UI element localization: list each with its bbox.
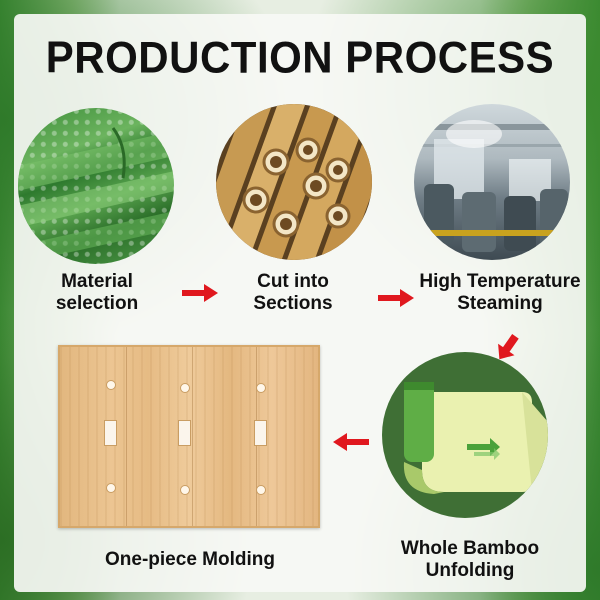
- material-selection-photo: [18, 108, 174, 264]
- step-label-molding: One-piece Molding: [105, 549, 275, 570]
- right-arrow-icon: [182, 284, 218, 302]
- right-arrow-icon: [378, 289, 414, 307]
- step-label-steaming: High Temperature Steaming: [408, 271, 592, 315]
- step-label-line: Whole Bamboo: [400, 538, 540, 559]
- step-label-line: selection: [55, 293, 139, 314]
- step-label-line: Steaming: [457, 293, 543, 314]
- step-label-material: Material selection: [22, 271, 172, 315]
- down-left-arrow-icon: [498, 334, 519, 360]
- cut-bamboo-photo: [216, 104, 372, 260]
- unfolding-diagram: [382, 352, 548, 518]
- step-label-line: Material: [61, 271, 133, 292]
- step-label-line: Cut into: [257, 271, 329, 292]
- step-label-line: Sections: [253, 293, 333, 314]
- switch-plate-photo: [58, 345, 320, 528]
- steaming-factory-photo: [414, 104, 570, 260]
- step-label-unfolding: Whole Bamboo Unfolding: [390, 538, 550, 582]
- page-title: PRODUCTION PROCESS: [45, 32, 555, 83]
- step-label-line: Unfolding: [425, 560, 515, 581]
- step-label-cut: Cut into Sections: [218, 271, 368, 315]
- left-arrow-icon: [333, 433, 369, 451]
- step-label-line: High Temperature: [419, 271, 581, 292]
